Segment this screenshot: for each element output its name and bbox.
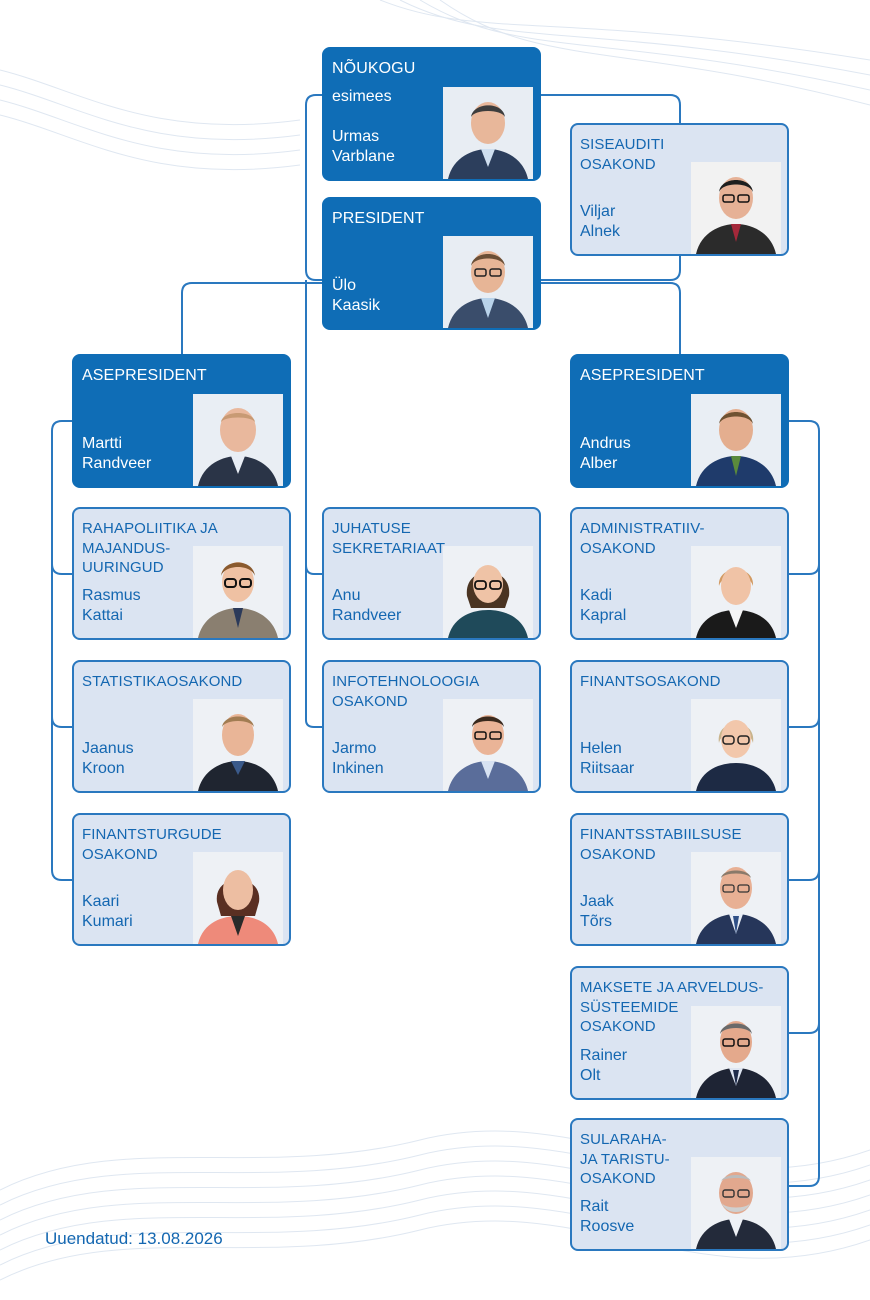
council-chair: esimees Urmas Varblane <box>332 67 395 167</box>
person-photo-icon <box>691 394 781 486</box>
vp-right-box: ASEPRESIDENT Andrus Alber <box>570 354 789 488</box>
department-box: RAHAPOLIITIKA JA MAJANDUS- UURINGUD Rasm… <box>72 507 291 640</box>
person-photo-icon <box>193 852 283 944</box>
updated-date: Uuendatud: 13.08.2026 <box>45 1229 223 1248</box>
person-photo-icon <box>443 236 533 328</box>
department-box: SULARAHA- JA TARISTU- OSAKOND Rait Roosv… <box>570 1118 789 1251</box>
vp-right-title: ASEPRESIDENT <box>580 367 705 384</box>
person-photo-icon <box>443 546 533 638</box>
department-head: Jarmo Inkinen <box>332 740 384 777</box>
president-name: Ülo Kaasik <box>332 277 381 314</box>
department-box: FINANTSOSAKOND Helen Riitsaar <box>570 660 789 793</box>
department-box: JUHATUSE SEKRETARIAAT Anu Randveer <box>322 507 541 640</box>
person-photo-icon <box>443 87 533 179</box>
department-title: JUHATUSE SEKRETARIAAT <box>332 520 446 557</box>
council-chair-name: Urmas Varblane <box>332 128 395 165</box>
vp-left-title: ASEPRESIDENT <box>82 367 207 384</box>
department-box: FINANTSTURGUDE OSAKOND Kaari Kumari <box>72 813 291 946</box>
department-box: STATISTIKAOSAKOND Jaanus Kroon <box>72 660 291 793</box>
department-title: INFOTEHNOLOOGIA OSAKOND <box>332 673 480 710</box>
person-photo-icon <box>193 699 283 791</box>
department-head: Kaari Kumari <box>82 893 133 930</box>
department-head: Rasmus Kattai <box>82 587 141 624</box>
department-head: Helen Riitsaar <box>580 740 635 777</box>
person-photo-icon <box>691 546 781 638</box>
department-head: Jaak Tõrs <box>580 893 614 930</box>
department-title: MAKSETE JA ARVELDUS- SÜSTEEMIDE OSAKOND <box>580 979 764 1035</box>
department-head: Rainer Olt <box>580 1047 628 1084</box>
person-photo-icon <box>193 546 283 638</box>
department-box: INFOTEHNOLOOGIA OSAKOND Jarmo Inkinen <box>322 660 541 793</box>
council-title: NÕUKOGU <box>332 60 416 77</box>
department-title: FINANTSTURGUDE OSAKOND <box>82 826 222 863</box>
department-box: ADMINISTRATIIV- OSAKOND Kadi Kapral <box>570 507 789 640</box>
person-photo-icon <box>691 1006 781 1098</box>
department-head: Rait Roosve <box>580 1198 635 1235</box>
internal-audit-title: SISEAUDITI OSAKOND <box>580 136 665 173</box>
vp-right-name: Andrus Alber <box>580 435 631 472</box>
council-role: esimees <box>332 88 392 105</box>
person-photo-icon <box>443 699 533 791</box>
department-title: STATISTIKAOSAKOND <box>82 673 243 690</box>
vp-left-name: Martti Randveer <box>82 435 152 472</box>
person-photo-icon <box>691 699 781 791</box>
department-head: Jaanus Kroon <box>82 740 134 777</box>
department-head: Anu Randveer <box>332 587 402 624</box>
department-box: MAKSETE JA ARVELDUS- SÜSTEEMIDE OSAKOND … <box>570 966 789 1100</box>
department-title: ADMINISTRATIIV- OSAKOND <box>580 520 705 557</box>
department-box: FINANTSSTABIILSUSE OSAKOND Jaak Tõrs <box>570 813 789 946</box>
president-title: PRESIDENT <box>332 210 425 227</box>
vp-left-box: ASEPRESIDENT Martti Randveer <box>72 354 291 488</box>
department-title: FINANTSSTABIILSUSE OSAKOND <box>580 826 742 863</box>
department-title: FINANTSOSAKOND <box>580 673 721 690</box>
internal-audit-box: SISEAUDITI OSAKOND Viljar Alnek <box>570 123 789 256</box>
president-box: PRESIDENT Ülo Kaasik <box>322 197 541 330</box>
department-head: Kadi Kapral <box>580 587 627 624</box>
person-photo-icon <box>691 162 781 254</box>
person-photo-icon <box>691 1157 781 1249</box>
person-photo-icon <box>691 852 781 944</box>
department-title: RAHAPOLIITIKA JA MAJANDUS- UURINGUD <box>82 520 218 576</box>
council-box: NÕUKOGU esimees Urmas Varblane <box>322 47 541 181</box>
department-title: SULARAHA- JA TARISTU- OSAKOND <box>580 1131 670 1187</box>
person-photo-icon <box>193 394 283 486</box>
internal-audit-name: Viljar Alnek <box>580 203 621 240</box>
